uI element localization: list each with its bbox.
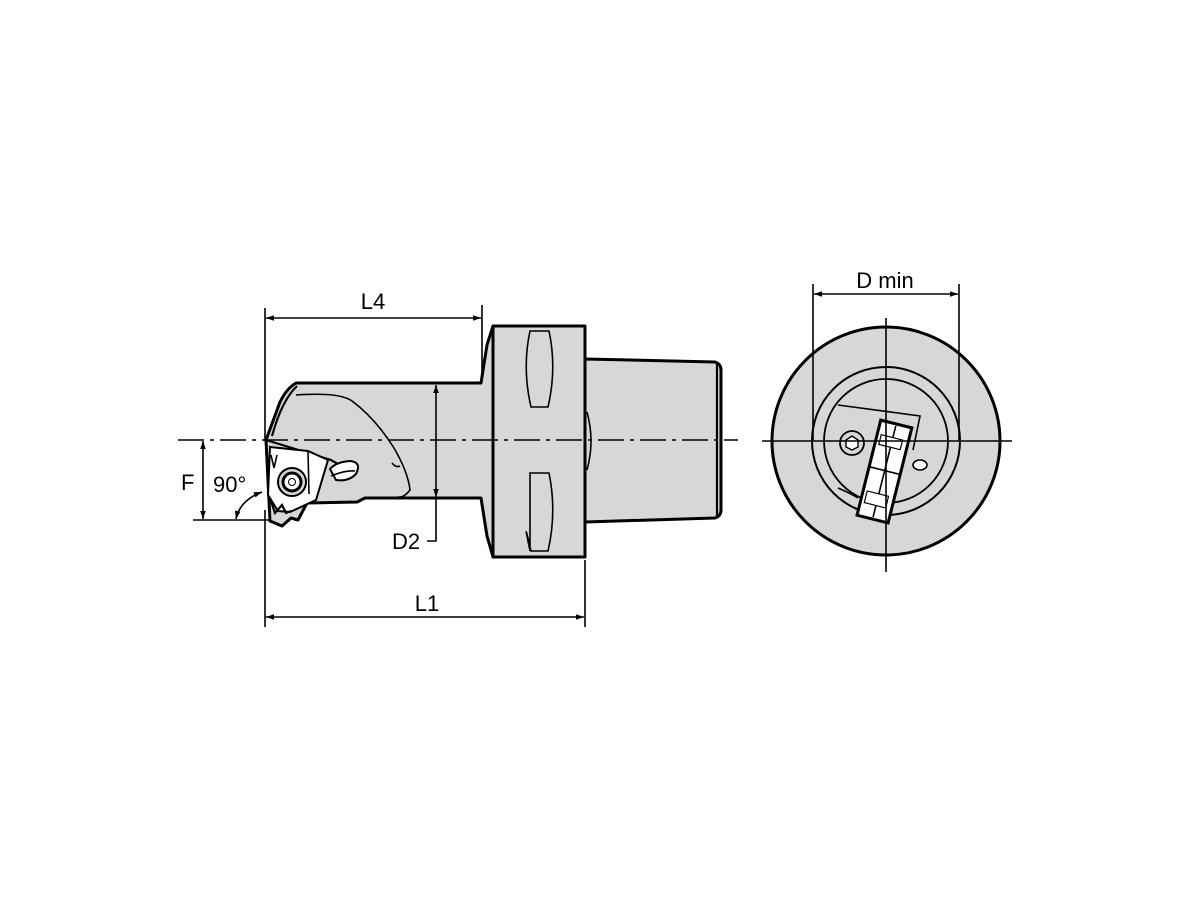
insert-cartridge — [855, 418, 914, 525]
dimension-D2: D2 — [392, 385, 439, 554]
label-angle: 90° — [213, 472, 246, 497]
label-L4: L4 — [361, 289, 385, 314]
dimension-F: F — [181, 441, 270, 521]
tool-body — [264, 324, 495, 559]
label-D2: D2 — [392, 529, 420, 554]
dimension-angle: 90° — [213, 472, 263, 520]
flange-groove-bottom — [525, 472, 554, 552]
flange-groove-top — [525, 330, 554, 408]
dimension-Dmin: D min — [812, 268, 960, 441]
label-L1: L1 — [415, 591, 439, 616]
label-F: F — [181, 470, 194, 495]
label-Dmin: D min — [856, 268, 913, 293]
flange — [491, 324, 587, 559]
side-view — [264, 324, 723, 559]
dimension-L4: L4 — [264, 289, 483, 440]
dimension-L1: L1 — [264, 510, 586, 627]
